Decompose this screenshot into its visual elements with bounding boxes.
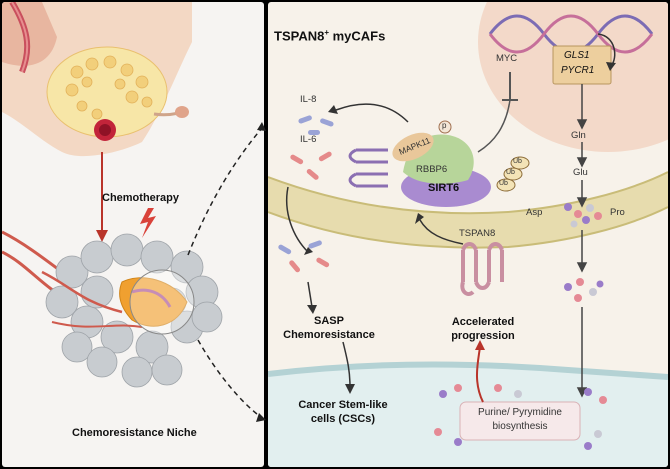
csc-label-line1: Cancer Stem-like bbox=[298, 399, 388, 411]
phospho-label: p bbox=[442, 121, 447, 130]
tspan8-to-sirt6-arrow bbox=[419, 219, 464, 245]
accelerated-label-line2: progression bbox=[451, 330, 515, 342]
right-panel: TSPAN8+ myCAFs MYC GLS1 PYCR1 IL-8 IL-6 … bbox=[268, 2, 668, 467]
pro-label: Pro bbox=[610, 207, 625, 218]
metabolite-dots bbox=[434, 203, 607, 450]
panel-title: TSPAN8+ myCAFs bbox=[274, 28, 385, 43]
phospho-circle bbox=[438, 120, 452, 134]
sirt6-label: SIRT6 bbox=[428, 182, 460, 194]
chemoresistance-label: Chemoresistance bbox=[283, 329, 375, 341]
biosynthesis-label-line2: biosynthesis bbox=[492, 421, 548, 432]
pycr1-label: PYCR1 bbox=[561, 65, 595, 76]
title-sup: + bbox=[324, 28, 329, 37]
biosynthesis-box bbox=[459, 401, 581, 441]
ub-label-3: Ub bbox=[513, 158, 522, 165]
csc-label-line2: cells (CSCs) bbox=[310, 413, 376, 425]
sasp-label: SASP bbox=[314, 315, 344, 327]
mapk11-shape bbox=[392, 132, 434, 162]
protein-complex bbox=[392, 120, 491, 207]
myc-label: MYC bbox=[496, 53, 518, 64]
sasp-to-csc-arrow bbox=[342, 341, 351, 388]
tspan8-label: TSPAN8 bbox=[459, 228, 496, 239]
ub-chain bbox=[496, 156, 530, 192]
chemoresistance-niche-label: Chemoresistance Niche bbox=[72, 427, 197, 439]
secretion-arrow bbox=[335, 103, 409, 123]
accelerated-arrow bbox=[476, 346, 484, 403]
glu-label: Glu bbox=[573, 167, 588, 178]
gln-label: Gln bbox=[571, 130, 586, 141]
cell-membrane bbox=[268, 172, 668, 248]
biosynthesis-label-line1: Purine/ Pyrymidine bbox=[478, 407, 562, 418]
rbbp6-label: RBBP6 bbox=[416, 164, 448, 175]
ub-label-1: Ub bbox=[499, 180, 508, 187]
left-illustration bbox=[2, 2, 223, 388]
accelerated-label-line1: Accelerated bbox=[451, 316, 515, 328]
tumor-cluster bbox=[2, 230, 223, 388]
gls1-label: GLS1 bbox=[564, 50, 590, 61]
right-illustration bbox=[268, 2, 668, 467]
tspan8-protein bbox=[460, 242, 504, 296]
left-panel: Chemotherapy Chemoresistance Niche bbox=[2, 2, 264, 467]
cytokine-pills bbox=[278, 115, 334, 273]
title-main: TSPAN8 bbox=[274, 28, 325, 44]
il8-label: IL-8 bbox=[300, 94, 317, 105]
ub-label-2: Ub bbox=[506, 169, 515, 176]
receptor-icons bbox=[348, 148, 388, 188]
asp-label: Asp bbox=[526, 207, 543, 218]
chemotherapy-label: Chemotherapy bbox=[102, 192, 180, 204]
cytokine-flow-arrow bbox=[286, 186, 309, 253]
title-rest: myCAFs bbox=[329, 28, 386, 44]
il6-label: IL-6 bbox=[300, 134, 317, 145]
breast-illustration bbox=[2, 2, 192, 157]
metabolic-arrows bbox=[576, 84, 588, 398]
lightning-icon bbox=[140, 208, 156, 238]
